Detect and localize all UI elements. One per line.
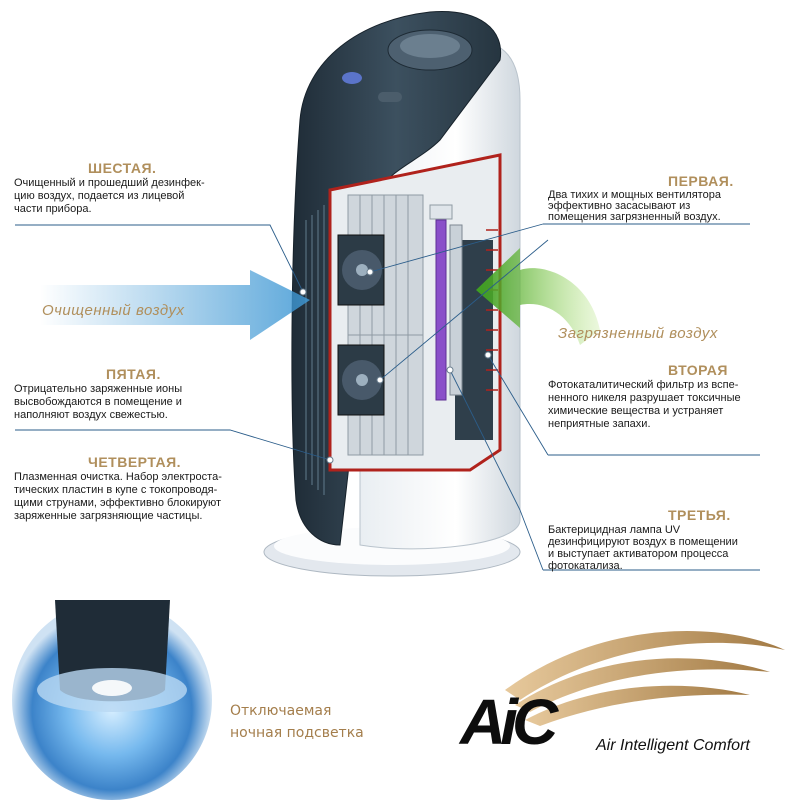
clean-air-label: Очищенный воздух (42, 302, 185, 319)
photocatalytic-filter (449, 224, 463, 396)
callout-line: Очищенный и прошедший дезинфек- (14, 177, 205, 189)
callout-line: эффективно засасывают из (548, 200, 691, 212)
callout-text: Бактерицидная лампа UV дезинфицируют воз… (548, 524, 793, 572)
night-light-line: ночная подсветка (230, 725, 364, 741)
callout-line: дезинфицируют воздух в помещении (548, 536, 738, 548)
callout-text: Два тихих и мощных вентилятора эффективн… (548, 190, 788, 223)
callout-text: Очищенный и прошедший дезинфек- цию возд… (14, 177, 264, 216)
callout-line: Бактерицидная лампа UV (548, 524, 681, 536)
callout-line: части прибора. (14, 203, 92, 215)
callout-line: помещения загрязненный воздух. (548, 211, 721, 223)
brand-logo-swoosh (505, 630, 785, 726)
callout-line: цию воздух, подается из лицевой (14, 190, 185, 202)
callout-title: ЧЕТВЕРТАЯ. (88, 454, 182, 470)
callout-line: высвобождаются в помещение и (14, 396, 182, 408)
callout-fourth: ЧЕТВЕРТАЯ. Плазменная очистка. Набор эле… (14, 454, 274, 523)
callout-first: ПЕРВАЯ. Два тихих и мощных вентилятора э… (548, 173, 788, 223)
callout-line: фотокатализа. (548, 560, 623, 572)
leader-lines (15, 223, 760, 571)
callout-title: ТРЕТЬЯ. (668, 507, 731, 523)
dirty-air-arrow (476, 248, 600, 345)
callout-line: тических пластин в купе с токопроводя- (14, 484, 218, 496)
clean-air-arrow (40, 270, 310, 340)
callout-sixth: ШЕСТАЯ. Очищенный и прошедший дезинфек- … (14, 160, 264, 216)
night-light-line: Отключаемая (230, 703, 332, 719)
callout-text: Фотокаталитический фильтр из вспе- ненно… (548, 379, 793, 431)
side-grille (305, 205, 325, 495)
callout-line: наполняют воздух свежестью. (14, 409, 168, 421)
uv-lamp-icon (435, 219, 447, 401)
callout-line: Два тихих и мощных вентилятора (548, 189, 721, 201)
callout-title: ШЕСТАЯ. (88, 160, 157, 176)
intake-grille (486, 229, 498, 391)
callout-second: ВТОРАЯ Фотокаталитический фильтр из вспе… (548, 362, 793, 431)
callout-line: щими струнами, эффективно блокируют (14, 497, 222, 509)
callout-title: ВТОРАЯ (668, 362, 728, 378)
callout-line: Плазменная очистка. Набор электроста- (14, 471, 222, 483)
callout-dots (299, 268, 492, 464)
callout-line: заряженные загрязняющие частицы. (14, 510, 203, 522)
callout-title: ПЕРВАЯ. (668, 173, 734, 189)
night-light-caption: Отключаемая ночная подсветка (230, 700, 364, 744)
night-light-inset (12, 600, 212, 800)
dirty-air-label: Загрязненный воздух (558, 325, 718, 342)
callout-line: ненного никеля разрушает токсичные (548, 392, 741, 404)
brand-logo: AiC (460, 686, 558, 758)
indicator-light-icon (342, 72, 362, 84)
callout-line: и выступает активатором процесса (548, 548, 729, 560)
callout-third: ТРЕТЬЯ. Бактерицидная лампа UV дезинфици… (548, 507, 793, 572)
electrostatic-plates (347, 194, 424, 456)
fan-icon (337, 344, 385, 416)
callout-line: Отрицательно заряженные ионы (14, 383, 183, 395)
callout-line: Фотокаталитический фильтр из вспе- (548, 379, 739, 391)
callout-line: неприятные запахи. (548, 418, 651, 430)
callout-text: Плазменная очистка. Набор электроста- ти… (14, 471, 274, 523)
callout-title: ПЯТАЯ. (106, 366, 161, 382)
callout-text: Отрицательно заряженные ионы высвобождаю… (14, 383, 254, 422)
callout-line: химические вещества и устраняет (548, 405, 724, 417)
brand-name: Air Intelligent Comfort (596, 737, 750, 754)
callout-fifth: ПЯТАЯ. Отрицательно заряженные ионы высв… (14, 366, 254, 422)
